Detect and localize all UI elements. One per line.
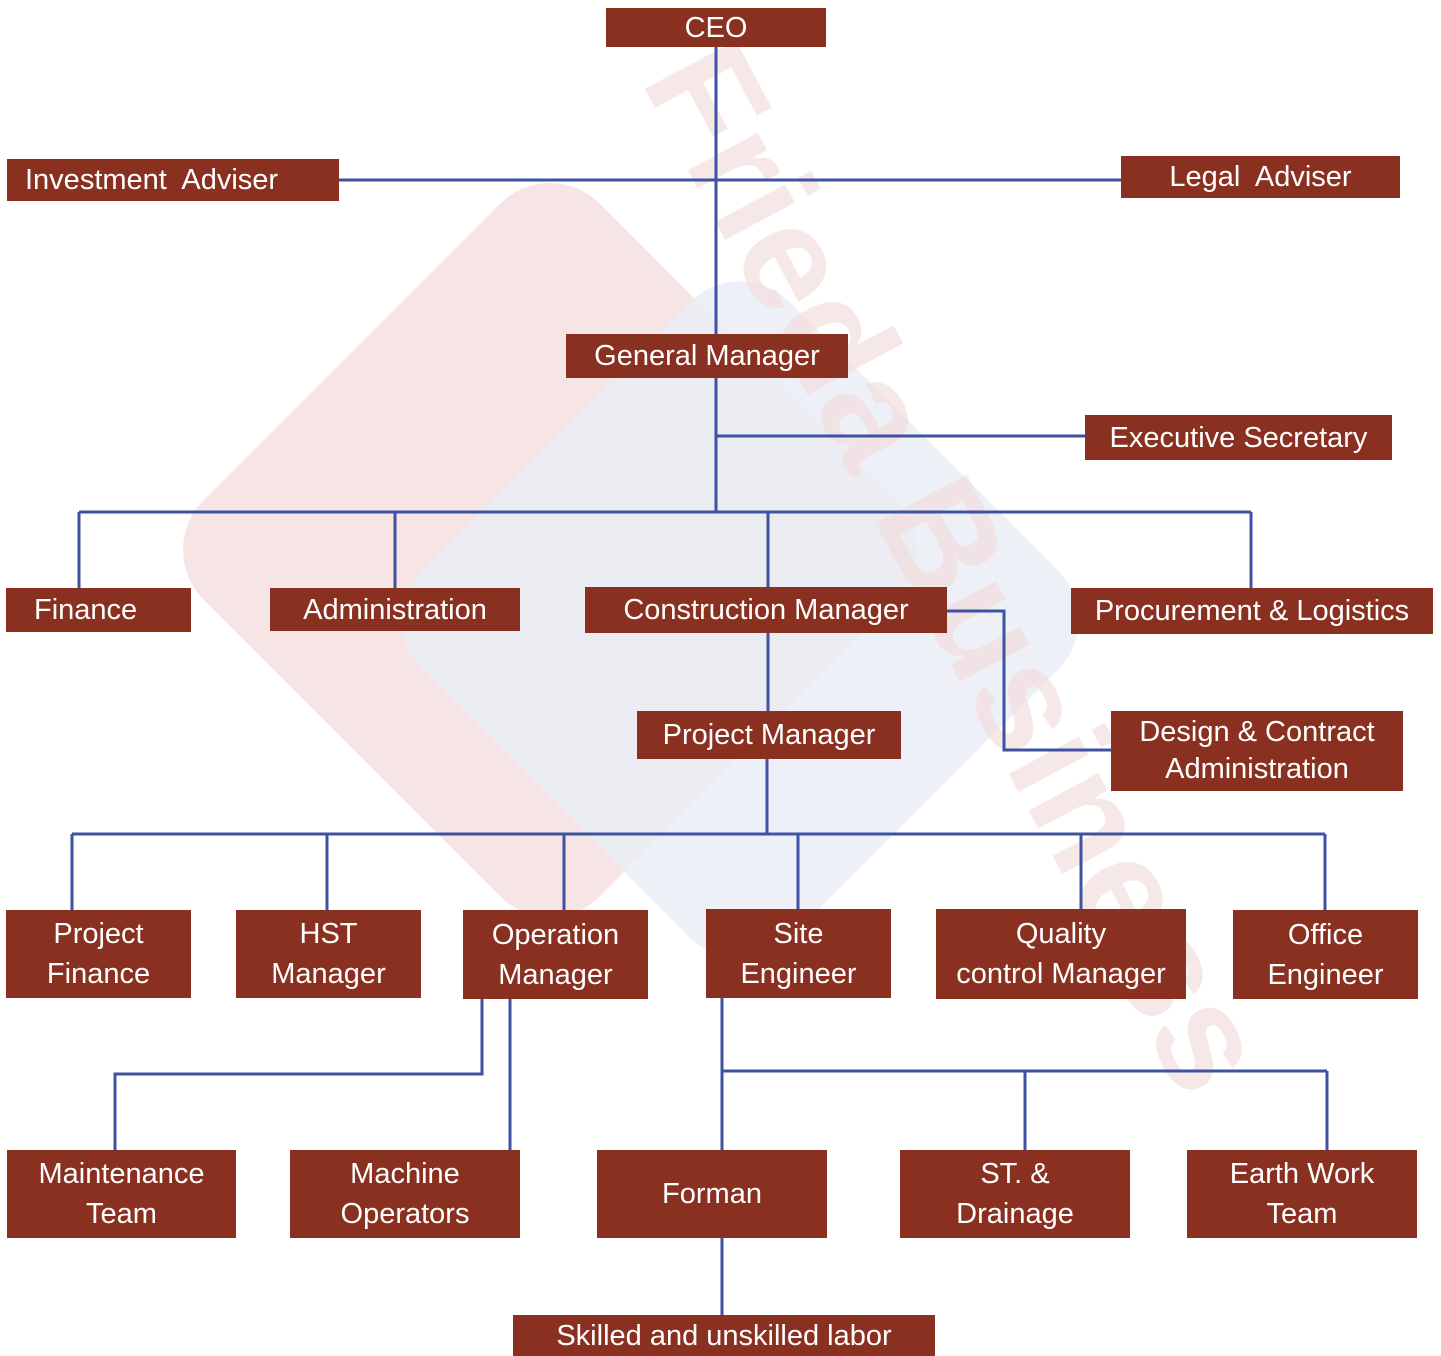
node-design-contract-administration-label: Design & Contract Administration [1139,716,1375,785]
node-procurement-logistics-label: Procurement & Logistics [1094,595,1410,627]
node-ceo: CEO [606,8,826,47]
node-project-manager-label: Project Manager [662,719,876,751]
node-finance-label: Finance [34,594,138,626]
node-machine-operators-label: Machine Operators [340,1158,470,1230]
node-operation-manager: Operation Manager [463,910,648,999]
node-investment-adviser-label: Investment Adviser [25,164,279,196]
node-project-finance: Project Finance [6,910,191,998]
node-quality-control-manager: Quality control Manager [936,909,1186,999]
node-earth-work-team: Earth Work Team [1187,1150,1417,1238]
node-office-engineer: Office Engineer [1233,910,1418,999]
node-construction-manager: Construction Manager [585,587,947,633]
node-general-manager: General Manager [566,334,848,378]
node-general-manager-label: General Manager [594,340,820,372]
node-legal-adviser: Legal Adviser [1121,156,1400,198]
node-site-engineer-label: Site Engineer [740,917,857,990]
node-finance: Finance [6,588,191,632]
line-op-maintenance [113,998,484,1151]
node-quality-control-manager-label: Quality control Manager [956,918,1166,990]
node-st-drainage: ST. & Drainage [900,1150,1130,1238]
node-maintenance-team-label: Maintenance Team [38,1158,205,1230]
node-office-engineer-label: Office Engineer [1267,918,1384,991]
node-hst-manager: HST Manager [236,910,421,998]
node-procurement-logistics: Procurement & Logistics [1071,588,1433,634]
node-construction-manager-label: Construction Manager [623,594,909,626]
node-site-engineer: Site Engineer [706,909,891,998]
node-forman: Forman [597,1150,827,1238]
node-machine-operators: Machine Operators [290,1150,520,1238]
node-skilled-unskilled-labor: Skilled and unskilled labor [513,1315,935,1356]
node-project-manager: Project Manager [637,711,901,759]
node-investment-adviser: Investment Adviser [7,159,339,201]
line-cm-design [947,609,1112,752]
node-forman-label: Forman [662,1178,762,1210]
node-ceo-label: CEO [684,11,748,44]
node-project-finance-label: Project Finance [46,918,151,990]
node-operation-manager-label: Operation Manager [491,918,620,991]
node-administration: Administration [270,588,520,631]
node-st-drainage-label: ST. & Drainage [956,1158,1074,1230]
node-administration-label: Administration [303,593,487,626]
node-earth-work-team-label: Earth Work Team [1229,1158,1375,1230]
node-hst-manager-label: HST Manager [271,918,386,990]
node-legal-adviser-label: Legal Adviser [1169,161,1352,193]
node-executive-secretary: Executive Secretary [1085,415,1392,460]
node-maintenance-team: Maintenance Team [7,1150,236,1238]
node-skilled-unskilled-labor-label: Skilled and unskilled labor [556,1319,892,1352]
node-executive-secretary-label: Executive Secretary [1109,421,1368,454]
node-design-contract-administration: Design & Contract Administration [1111,711,1403,791]
